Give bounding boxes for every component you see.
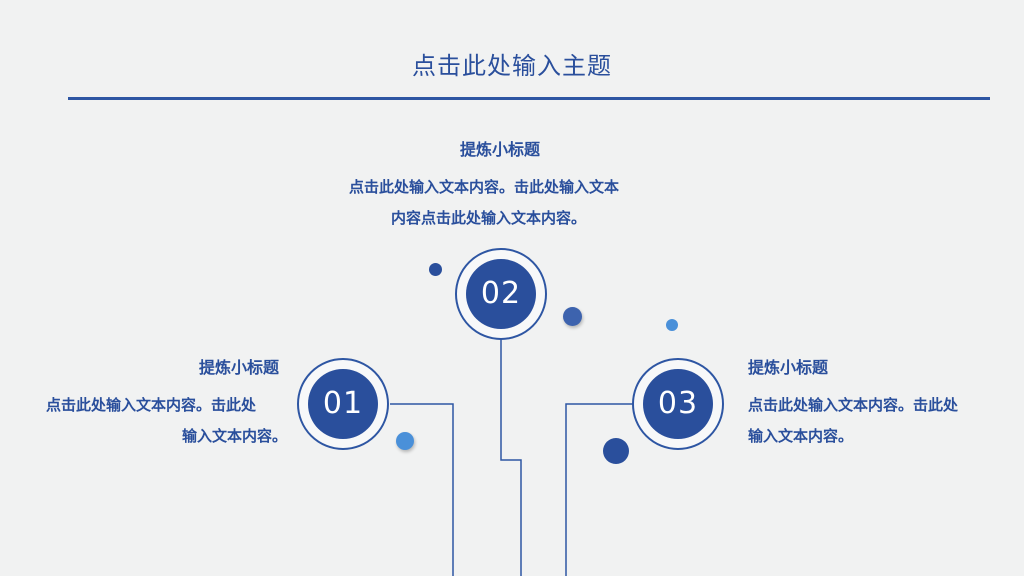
decor-dot-small-light	[666, 319, 678, 331]
step-01-number: 01	[308, 369, 378, 439]
step-03-text-line-1: 点击此处输入文本内容。击此处	[748, 396, 959, 414]
step-01-text-line-2: 输入文本内容。	[182, 427, 288, 445]
connector-line-01	[390, 403, 454, 576]
step-02-circle: 02	[455, 248, 547, 340]
step-01-circle: 01	[297, 358, 389, 450]
step-03-text-line-2: 输入文本内容。	[748, 427, 854, 445]
page-title: 点击此处输入主题	[412, 52, 612, 80]
decor-dot-small-dark	[429, 263, 442, 276]
step-01-subtitle: 提炼小标题	[199, 358, 280, 377]
step-02-number: 02	[466, 259, 536, 329]
connector-line-03	[565, 403, 634, 576]
connector-line-02	[500, 338, 522, 576]
decor-dot-medium-blue	[563, 307, 582, 326]
step-03-circle: 03	[632, 358, 724, 450]
step-02-text-line-1: 点击此处输入文本内容。击此处输入文本	[349, 178, 620, 196]
decor-dot-light-blue	[396, 432, 414, 450]
decor-dot-large-dark	[603, 438, 629, 464]
step-02-subtitle: 提炼小标题	[460, 140, 541, 159]
step-03-number: 03	[643, 369, 713, 439]
step-03-subtitle: 提炼小标题	[748, 358, 829, 377]
title-underline	[68, 97, 990, 100]
step-01-text-line-1: 点击此处输入文本内容。击此处	[46, 396, 257, 414]
step-02-text-line-2: 内容点击此处输入文本内容。	[391, 209, 587, 227]
